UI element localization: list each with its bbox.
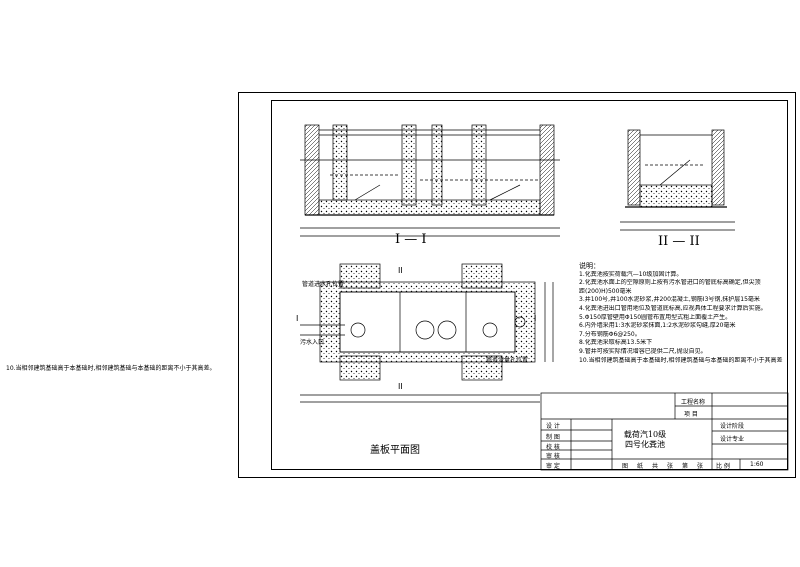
role-approval: 审 定 xyxy=(546,463,560,470)
stray-note: 10.当相邻建筑基础高于本基础时,相邻建筑基础与本基础的距离不小于其高差。 xyxy=(6,365,216,372)
drawing-title-line-1: 载荷汽10级 xyxy=(623,430,667,439)
design-stage-label: 设计阶段 xyxy=(720,423,745,430)
section-1-label: I — I xyxy=(395,232,427,247)
item-label: 项 目 xyxy=(684,411,698,418)
role-design: 设 计 xyxy=(546,423,560,430)
plan-title: 盖板平面图 xyxy=(370,445,420,456)
footer-char: 图 xyxy=(622,463,629,470)
plan-drawing xyxy=(300,263,554,403)
project-name-label: 工程名称 xyxy=(681,399,706,406)
note-item: 7.分布钢筋Φ6@250。 xyxy=(579,330,641,338)
title-block-grid xyxy=(540,392,789,471)
plan-marker-i-left: I xyxy=(296,314,299,323)
drawing-sheet-outer xyxy=(238,92,796,478)
note-item: 距(200)H)500毫米 xyxy=(579,287,632,295)
footer-char: 纸 xyxy=(637,463,644,470)
role-review: 审 核 xyxy=(546,453,560,460)
note-item: 3.井100号,井100水泥砂浆,井200混凝土,钢筋I3号钢,抹护层15毫米 xyxy=(579,296,760,304)
note-item: 4.化粪池进出口管用地位及管道底标高,应视具体工程要求计算后实施。 xyxy=(579,304,767,312)
drawing-title-line-2: 四号化粪池 xyxy=(625,440,665,449)
section-2-drawing xyxy=(620,129,735,231)
note-item: 5.Φ150厚管壁用Φ150圆管布置用型式粗上面覆土产生。 xyxy=(579,313,732,321)
note-item: 9.管井可按实际情况增容已提供二尺,抛设自见。 xyxy=(579,347,707,355)
plan-note-bottom-right: 管道流量孔位置 xyxy=(486,357,529,364)
note-item: 10.当相邻建筑基础高于本基础时,相邻建筑基础与本基础的距离不小于其高差 xyxy=(579,356,783,364)
plan-marker-i-right: I xyxy=(534,314,537,323)
footer-char: 第 xyxy=(682,463,689,470)
role-drafting: 制 图 xyxy=(546,434,560,441)
role-checking: 校 核 xyxy=(546,444,560,451)
footer-char: 张 xyxy=(667,463,674,470)
scale-label: 比 例 xyxy=(716,463,730,470)
footer-char: 共 xyxy=(652,463,659,470)
drawing-title: 载荷汽10级 四号化粪池 xyxy=(620,430,670,450)
plan-marker-ii-top: II xyxy=(398,266,403,275)
note-item: 2.化粪池水面上的空隙原则上按有污水管进口的管底标高确定,但尖顶 xyxy=(579,279,761,287)
note-item: 8.化粪池采取标高13.5米下 xyxy=(579,339,653,347)
scale-value: 1:60 xyxy=(750,461,764,468)
section-1-drawing xyxy=(300,124,560,237)
note-item: 6.内外墙采用1:3水泥砂浆抹面,1:2水泥砂浆勾缝,厚20毫米 xyxy=(579,322,736,330)
drawing-sheet-inner xyxy=(271,100,788,470)
design-notes: 说明： 1.化粪池按实荷载汽—10级加固计算。 2.化粪池水面上的空隙原则上按有… xyxy=(579,262,789,365)
footer-char: 张 xyxy=(697,463,704,470)
section-2-label: II — II xyxy=(658,234,700,249)
plan-note-left-in: 污水入口 xyxy=(300,339,325,346)
notes-heading: 说明： xyxy=(579,262,600,270)
note-item: 1.化粪池按实荷载汽—10级加固计算。 xyxy=(579,270,683,278)
design-major-label: 设计专业 xyxy=(720,436,745,443)
plan-note-left: 管道进水孔位置 xyxy=(302,281,345,288)
plan-marker-ii-bottom: II xyxy=(398,382,403,391)
